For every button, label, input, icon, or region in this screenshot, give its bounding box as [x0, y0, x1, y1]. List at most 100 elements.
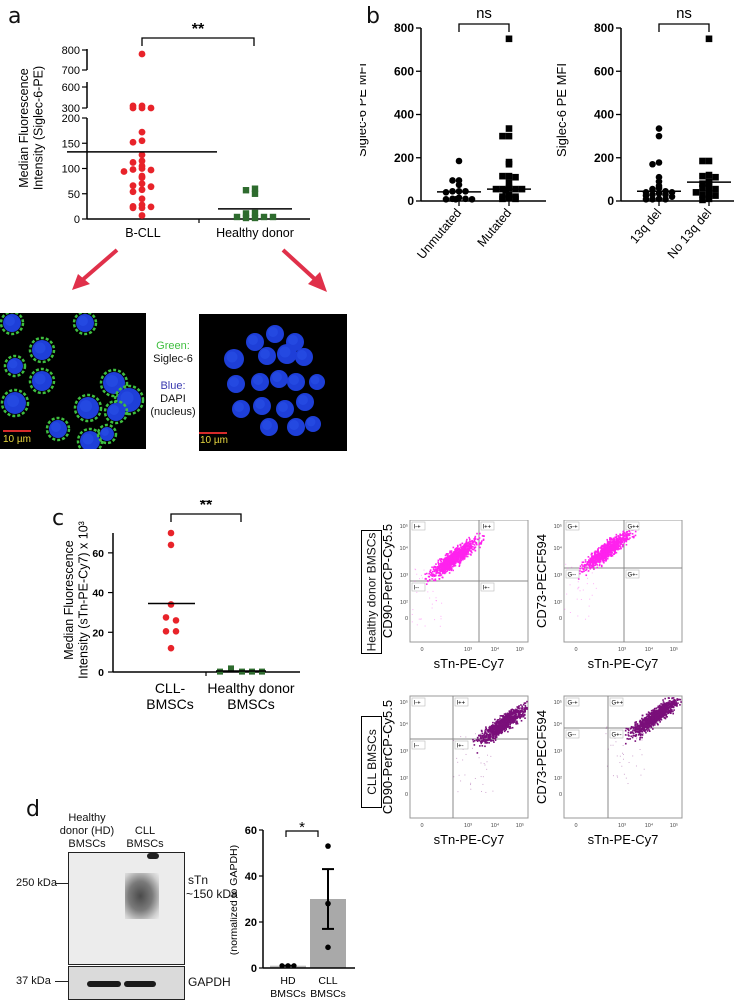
gate-box	[454, 697, 469, 707]
x-tick-label: 10³	[618, 647, 626, 653]
data-point	[138, 180, 146, 188]
legend-green-text: Siglec-6	[153, 353, 193, 365]
data-point	[649, 160, 656, 168]
data-point	[455, 181, 463, 189]
data-point	[499, 195, 506, 203]
x-axis-label: sTn-PE-Cy7	[588, 832, 659, 847]
y-tick-label: 400	[594, 108, 614, 122]
chart-d: 0204060Fold change of sTn(normalized to …	[230, 820, 355, 1000]
y-tick-label: 10⁴	[554, 545, 563, 552]
plot-frame	[409, 695, 529, 819]
x-tick-label: B-CLL	[125, 226, 160, 240]
gate-box	[411, 521, 426, 531]
data-point	[468, 195, 476, 203]
significance-bracket	[141, 37, 255, 46]
data-point	[442, 195, 450, 203]
x-tick-label: 0	[574, 823, 577, 829]
y-tick-label: 10²	[400, 600, 408, 606]
data-point	[699, 180, 706, 187]
significance-label: **	[192, 21, 205, 38]
significance-ns: ns	[476, 5, 492, 22]
y-tick-label: 100	[62, 164, 80, 176]
data-point	[162, 627, 170, 635]
data-point	[167, 541, 175, 549]
gate-label: I+-	[457, 744, 464, 750]
data-point	[138, 128, 146, 136]
x-tick-label: 10⁵	[670, 822, 678, 829]
y-tick-label: 0	[98, 667, 104, 679]
data-point	[705, 195, 713, 203]
x-tick-label: HD	[280, 975, 296, 987]
y-tick-label: 800	[62, 45, 80, 57]
y-tick-label: 150	[62, 138, 80, 150]
y-axis-label: Siglec-6 PE MFI	[554, 63, 569, 157]
data-point	[233, 213, 241, 221]
cell-membrane	[0, 313, 25, 336]
scale-label: 10 µm	[200, 435, 228, 446]
y-tick-label: 50	[68, 189, 80, 201]
y-tick-label: 0	[405, 792, 408, 798]
data-point	[167, 601, 175, 608]
x-tick-label: Unmutated	[414, 206, 464, 260]
gate-label: G+-	[612, 733, 622, 739]
cell-membrane	[0, 388, 30, 418]
cell-membrane	[72, 313, 98, 336]
y-axis-label: Median FluorescenceIntensity (Siglec-6-P…	[17, 66, 45, 190]
data-point	[242, 210, 250, 217]
data-point	[242, 214, 250, 222]
data-point	[129, 182, 137, 190]
gate-label: I+-	[483, 586, 490, 592]
legend-blue-sub: (nucleus)	[150, 406, 196, 418]
y-tick-label: 10⁵	[554, 699, 562, 706]
data-point	[499, 172, 506, 180]
cell-membrane	[28, 367, 56, 395]
y-axis-label: Siglec-6 PE MFI	[360, 63, 369, 157]
y-tick-label: 200	[594, 151, 614, 165]
data-point	[138, 212, 146, 219]
data-point	[251, 190, 259, 197]
significance-ns: ns	[676, 5, 692, 22]
marker-250: 250 kDa	[16, 877, 57, 889]
data-point	[712, 185, 719, 193]
data-point	[138, 157, 146, 165]
data-point	[699, 196, 706, 204]
y-tick-label: 800	[394, 21, 414, 35]
y-tick-label: 600	[394, 64, 414, 78]
blot-artifact	[147, 853, 159, 859]
x-tick-label: 10⁴	[491, 646, 500, 653]
gate-label: I-+	[414, 701, 422, 707]
band-stn	[125, 873, 159, 919]
y-tick-label: 200	[394, 151, 414, 165]
y-tick-label: 10²	[400, 776, 408, 782]
x-tick-label: 10⁴	[645, 822, 654, 829]
data-point	[462, 195, 469, 203]
data-point	[138, 50, 146, 58]
data-point	[505, 132, 513, 140]
marker-tick	[55, 883, 68, 884]
gate-label: I--	[414, 586, 420, 592]
band-label-stn: sTn	[188, 873, 209, 887]
gate-box	[625, 569, 640, 579]
data-point	[692, 189, 700, 196]
cell-membrane	[99, 368, 129, 398]
y-axis-label: CD73-PECF594	[534, 534, 549, 628]
y-tick-label: 700	[62, 65, 80, 77]
data-point	[649, 195, 656, 203]
gate-label: I-+	[414, 525, 422, 531]
panel-label-d: d	[26, 797, 40, 822]
data-point	[512, 173, 519, 181]
y-tick-label: 20	[92, 627, 104, 639]
gate-box	[565, 569, 580, 579]
band-label-gapdh: GAPDH	[188, 975, 231, 989]
microscopy-cll: 10 µm	[0, 313, 146, 449]
band-gapdh-hd	[87, 981, 121, 987]
data-point	[172, 617, 180, 624]
gate-label: I++	[483, 525, 492, 531]
data-point	[129, 188, 137, 196]
x-tick-label: 10³	[464, 647, 472, 653]
